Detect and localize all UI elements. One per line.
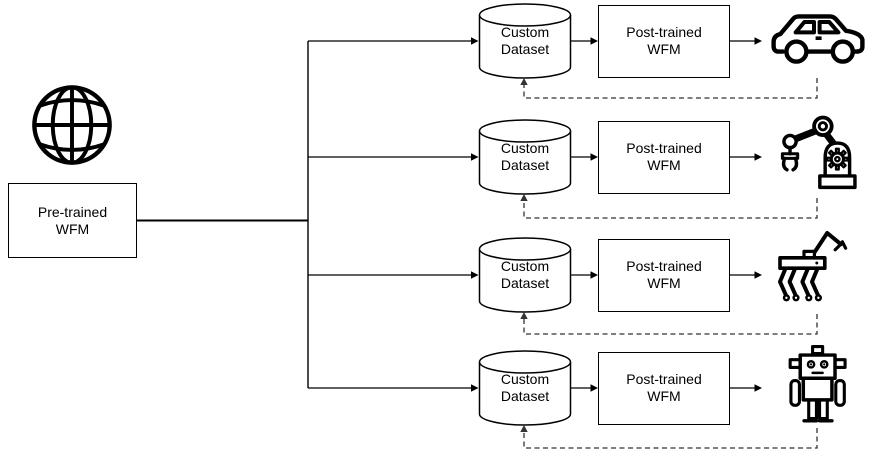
custom-dataset-label: Custom Dataset [479, 258, 571, 292]
quadruped-robot-icon [772, 227, 860, 311]
dataset-label-line: Custom [500, 24, 550, 40]
row-4-connectors [308, 350, 818, 449]
robot-arm-icon [774, 113, 858, 193]
custom-dataset-cylinder [478, 3, 572, 79]
node-label-line: Post-trained [626, 371, 702, 387]
post-trained-wfm-node: Post-trained WFM [598, 120, 730, 194]
dataset-label-line: Dataset [500, 388, 550, 404]
node-label-line: Pre-trained [37, 203, 108, 220]
post-trained-wfm-node: Post-trained WFM [598, 238, 730, 312]
node-label-line: WFM [647, 275, 681, 291]
node-label-line: Post-trained [626, 258, 702, 274]
node-label-line: Post-trained [626, 24, 702, 40]
dataset-label-line: Custom [500, 258, 550, 274]
humanoid-robot-icon [785, 345, 851, 427]
node-label-line: WFM [55, 220, 90, 237]
custom-dataset-cylinder [478, 119, 572, 195]
post-trained-wfm-node: Post-trained WFM [598, 4, 730, 78]
custom-dataset-cylinder [478, 350, 572, 426]
node-label-line: Post-trained [626, 140, 702, 156]
dataset-label-line: Custom [500, 371, 550, 387]
row-1-connectors [308, 3, 818, 99]
node-label-line: WFM [647, 41, 681, 57]
dataset-label-line: Dataset [500, 41, 550, 57]
car-icon [770, 6, 866, 70]
pretrained-wfm-node: Pre-trained WFM [8, 183, 137, 258]
feedback-dashed-line [523, 314, 818, 335]
globe-icon [28, 83, 116, 167]
dataset-label-line: Custom [500, 140, 550, 156]
custom-dataset-label: Custom Dataset [479, 24, 571, 58]
node-label-line: WFM [647, 388, 681, 404]
dataset-label-line: Dataset [500, 157, 550, 173]
dataset-label-line: Dataset [500, 275, 550, 291]
custom-dataset-label: Custom Dataset [479, 371, 571, 405]
gear-icon [825, 147, 849, 171]
feedback-dashed-line [523, 78, 818, 99]
row-3-connectors [308, 237, 818, 335]
custom-dataset-cylinder [478, 237, 572, 313]
post-trained-wfm-node: Post-trained WFM [598, 351, 730, 425]
row-2-connectors [308, 119, 818, 219]
custom-dataset-label: Custom Dataset [479, 140, 571, 174]
feedback-dashed-line [523, 428, 818, 449]
feedback-dashed-line [523, 198, 818, 219]
node-label-line: WFM [647, 157, 681, 173]
